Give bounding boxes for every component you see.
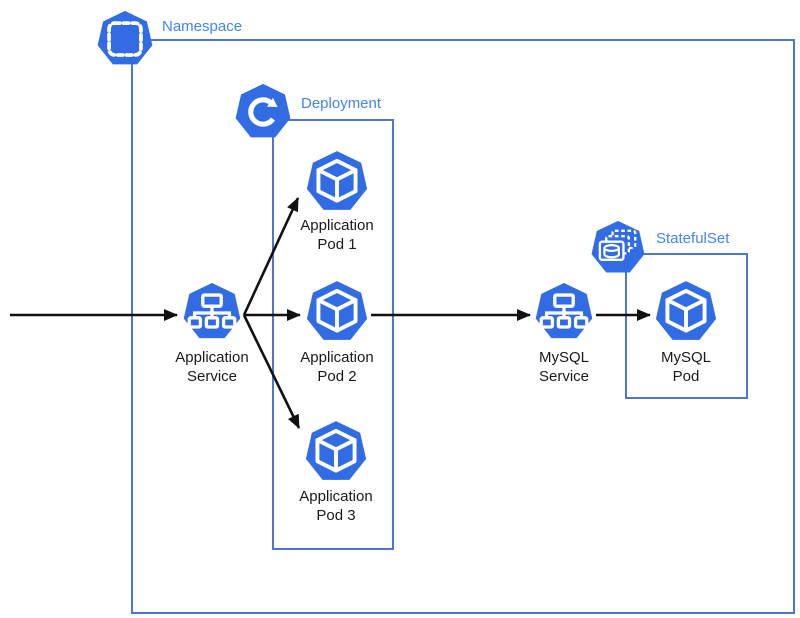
app-service-label: Application Service <box>175 349 249 385</box>
namespace-label: Namespace <box>162 18 243 35</box>
namespace-boundary-box <box>131 39 795 614</box>
service-icon <box>181 281 243 343</box>
service-icon <box>533 281 595 343</box>
namespace-icon <box>95 9 155 69</box>
app-pod-2-label: Application Pod 2 <box>300 349 374 385</box>
statefulset-label: StatefulSet <box>656 230 730 247</box>
statefulset-boundary-box <box>625 253 748 399</box>
app-pod-1-label: Application Pod 1 <box>300 217 374 253</box>
mysql-service-label: MySQL Service <box>538 349 590 385</box>
pod-icon <box>304 279 370 345</box>
statefulset-icon <box>589 219 647 277</box>
app-pod-3-label: Application Pod 3 <box>299 488 373 524</box>
pod-icon <box>303 419 369 485</box>
pod-icon <box>304 149 370 215</box>
deployment-label: Deployment <box>301 95 382 112</box>
deployment-icon <box>233 82 293 142</box>
mysql-pod-label: MySQL Pod <box>660 349 711 385</box>
pod-icon <box>653 279 719 345</box>
